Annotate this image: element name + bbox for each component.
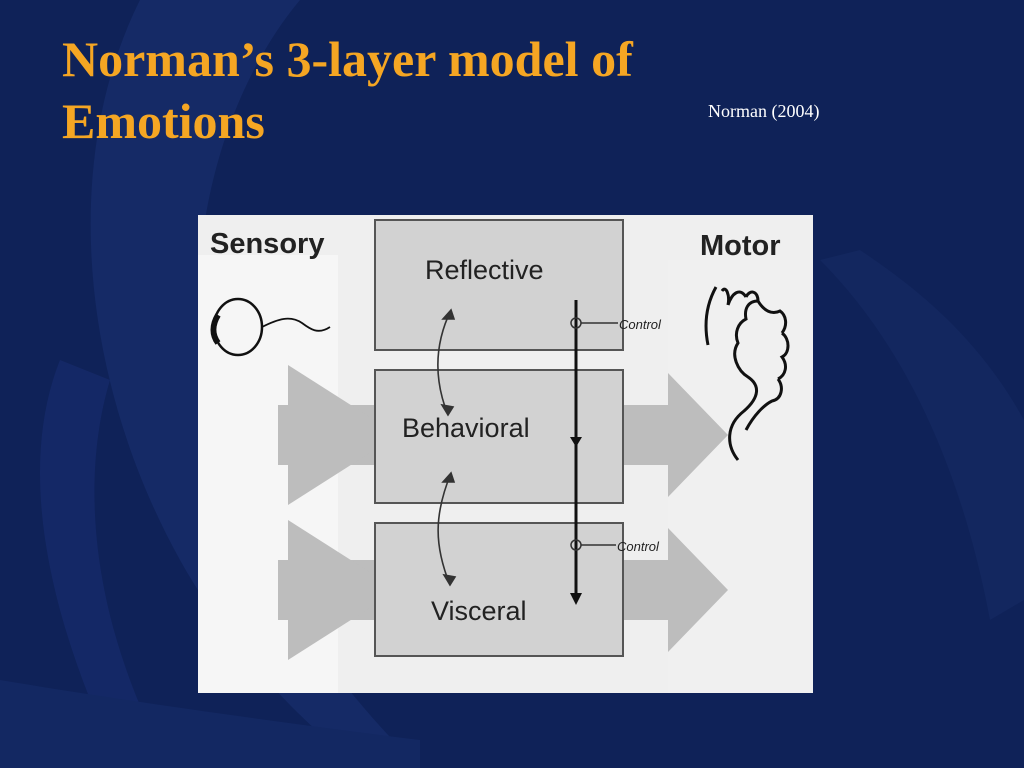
behavioral-visceral-link <box>437 471 457 587</box>
slide-title: Norman’s 3-layer model of Emotions <box>62 28 822 152</box>
sensory-heading: Sensory <box>210 228 324 260</box>
model-diagram: Sensory Motor <box>198 215 813 693</box>
eye-icon <box>210 297 331 357</box>
layer-behavioral: Behavioral <box>374 369 624 504</box>
citation: Norman (2004) <box>708 101 820 121</box>
layer-label-visceral: Visceral <box>431 596 527 626</box>
sensory-arrow-lower <box>278 520 398 660</box>
layer-label-behavioral: Behavioral <box>402 413 530 443</box>
motor-heading: Motor <box>700 230 781 262</box>
control-label-lower: Control <box>617 539 660 554</box>
title-line-1: Norman’s 3-layer model of <box>62 31 633 87</box>
layer-visceral: Visceral <box>374 522 624 657</box>
title-line-2: Emotions <box>62 93 265 149</box>
sensory-arrow-upper <box>278 365 398 505</box>
control-label-upper: Control <box>619 317 662 332</box>
reflective-behavioral-link <box>437 308 456 417</box>
hand-icon <box>704 286 790 461</box>
layer-reflective: Reflective <box>374 219 624 351</box>
control-arrow <box>570 300 618 605</box>
layer-label-reflective: Reflective <box>425 255 544 285</box>
